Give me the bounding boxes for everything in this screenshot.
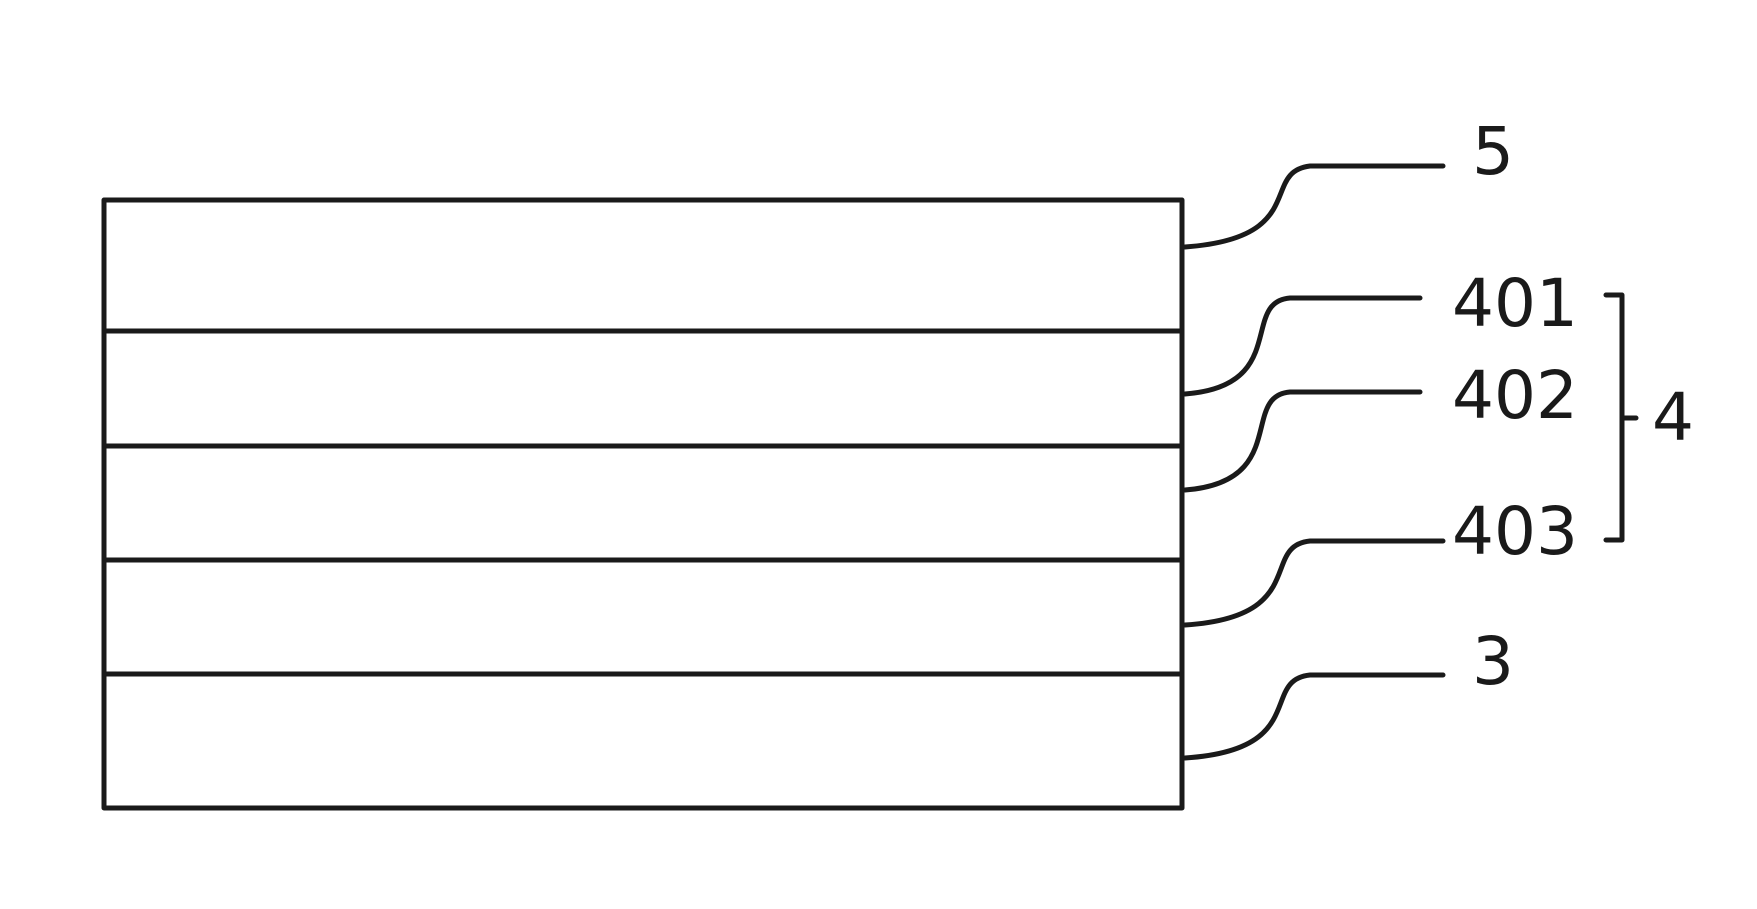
label-layer-5: 5 bbox=[1472, 113, 1514, 190]
layer-stack-outline bbox=[104, 200, 1182, 808]
label-layer-402: 402 bbox=[1452, 357, 1578, 434]
label-group-4: 4 bbox=[1652, 379, 1694, 456]
label-layer-401: 401 bbox=[1452, 265, 1578, 342]
leader-line-401 bbox=[1185, 298, 1420, 394]
leader-line-402 bbox=[1185, 392, 1420, 490]
leader-line-5 bbox=[1185, 166, 1443, 247]
leader-line-403 bbox=[1185, 541, 1443, 625]
label-layer-403: 403 bbox=[1452, 493, 1578, 570]
label-layer-3: 3 bbox=[1472, 623, 1514, 700]
group-bracket bbox=[1606, 295, 1636, 540]
leader-line-3 bbox=[1185, 675, 1443, 758]
